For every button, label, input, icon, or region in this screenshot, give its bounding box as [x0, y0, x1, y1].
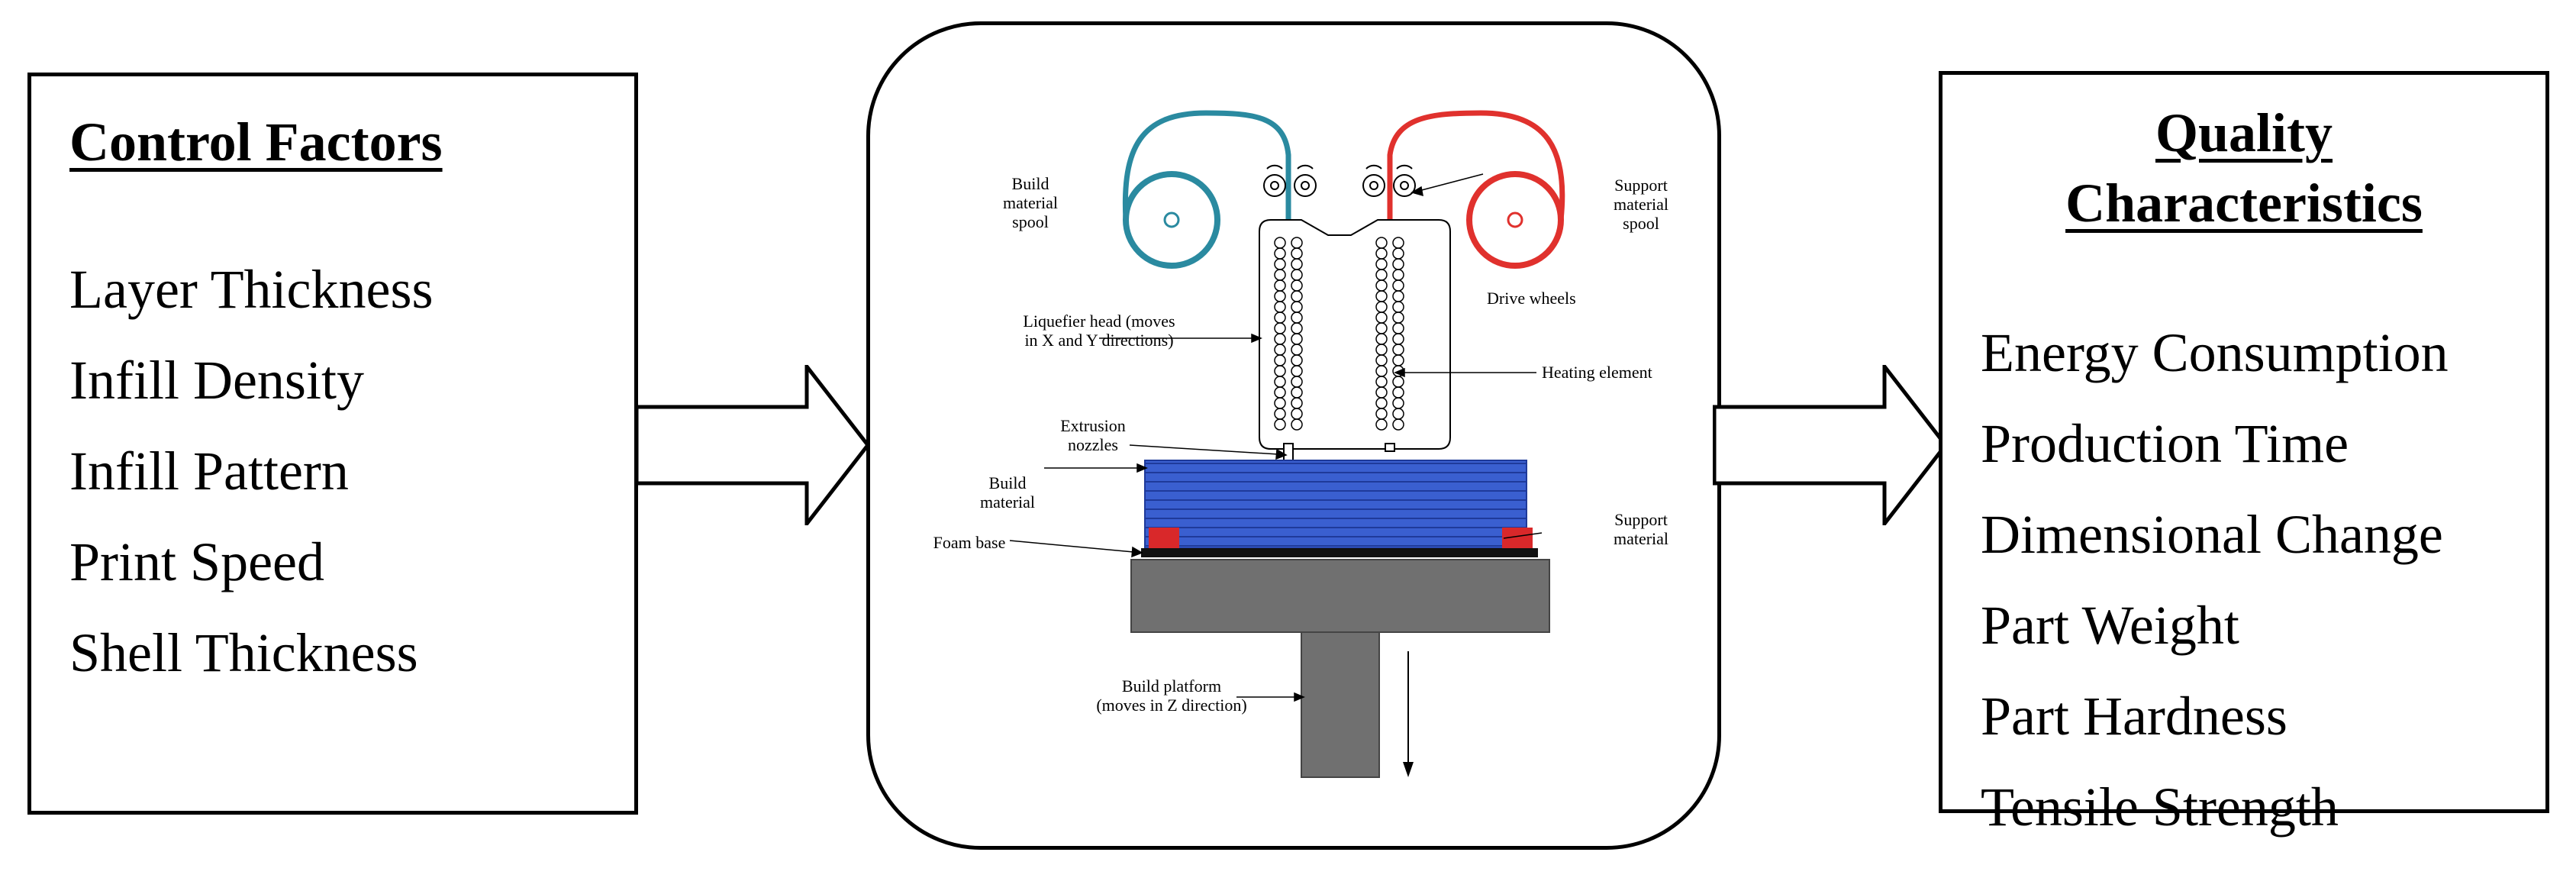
label-extrusion-1: Extrusion	[1060, 416, 1126, 435]
left-arrow-icon	[635, 365, 871, 525]
list-item: Layer Thickness	[69, 259, 434, 320]
heating-coil	[1392, 418, 1404, 431]
label-platform-1: Build platform	[1122, 676, 1221, 696]
title-line-1: Quality	[2155, 102, 2333, 163]
list-item: Part Weight	[1981, 595, 2239, 656]
label-support-spool-3: spool	[1623, 214, 1659, 233]
list-item: Shell Thickness	[69, 622, 418, 683]
label-build-spool-2: material	[1003, 193, 1058, 212]
label-platform-2: (moves in Z direction)	[1096, 696, 1246, 715]
heating-coil	[1291, 418, 1303, 431]
label-liquefier-1: Liquefier head (moves	[1023, 311, 1175, 331]
label-build-spool-1: Build	[1012, 174, 1049, 193]
list-item: Energy Consumption	[1981, 322, 2449, 383]
list-item: Dimensional Change	[1981, 504, 2443, 565]
heating-coil	[1375, 418, 1388, 431]
list-item: Part Hardness	[1981, 686, 2287, 747]
label-heating-element: Heating element	[1542, 363, 1652, 382]
quality-characteristics-box: Quality Characteristics Energy Consumpti…	[1939, 71, 2549, 838]
foam-base-icon	[1141, 548, 1538, 557]
label-build-material-1: Build	[989, 473, 1027, 492]
list-item: Production Time	[1981, 413, 2349, 474]
control-factors-list: Layer Thickness Infill Density Infill Pa…	[69, 244, 434, 699]
label-support-material-1: Support	[1614, 510, 1668, 529]
quality-characteristics-title: Quality Characteristics	[1942, 98, 2545, 238]
liquefier-head-icon	[1259, 219, 1451, 461]
list-item: Print Speed	[69, 531, 324, 592]
label-support-spool-1: Support	[1614, 176, 1668, 195]
label-extrusion-2: nozzles	[1068, 435, 1118, 454]
list-item: Tensile Strength	[1981, 776, 2339, 838]
control-factors-box: Control Factors Layer Thickness Infill D…	[27, 73, 638, 815]
title-line-2: Characteristics	[2065, 173, 2423, 234]
list-item: Infill Pattern	[69, 441, 349, 502]
build-platform-icon	[1130, 559, 1550, 778]
label-liquefier-2: in X and Y directions)	[1024, 331, 1173, 350]
label-support-material-2: material	[1614, 529, 1668, 548]
quality-characteristics-list: Energy Consumption Production Time Dimen…	[1981, 308, 2449, 853]
label-build-spool-3: spool	[1012, 212, 1049, 231]
drive-wheels-icon	[1263, 164, 1416, 197]
build-spool-icon	[1122, 110, 1291, 457]
label-build-material-2: material	[980, 492, 1035, 512]
right-arrow-icon	[1713, 365, 1949, 525]
label-foam-base: Foam base	[933, 533, 1006, 552]
build-material-icon	[1144, 460, 1527, 549]
support-spool-icon	[1387, 110, 1565, 445]
label-support-spool-2: material	[1614, 195, 1668, 214]
fdm-diagram-box: Build material spool Support material sp…	[866, 21, 1721, 850]
heating-coil	[1274, 418, 1286, 431]
list-item: Infill Density	[69, 350, 364, 411]
support-material-left-icon	[1149, 528, 1179, 548]
label-drive-wheels: Drive wheels	[1487, 289, 1576, 308]
fdm-process-diagram: Build material spool Support material sp…	[933, 110, 1668, 778]
control-factors-title: Control Factors	[69, 111, 443, 173]
